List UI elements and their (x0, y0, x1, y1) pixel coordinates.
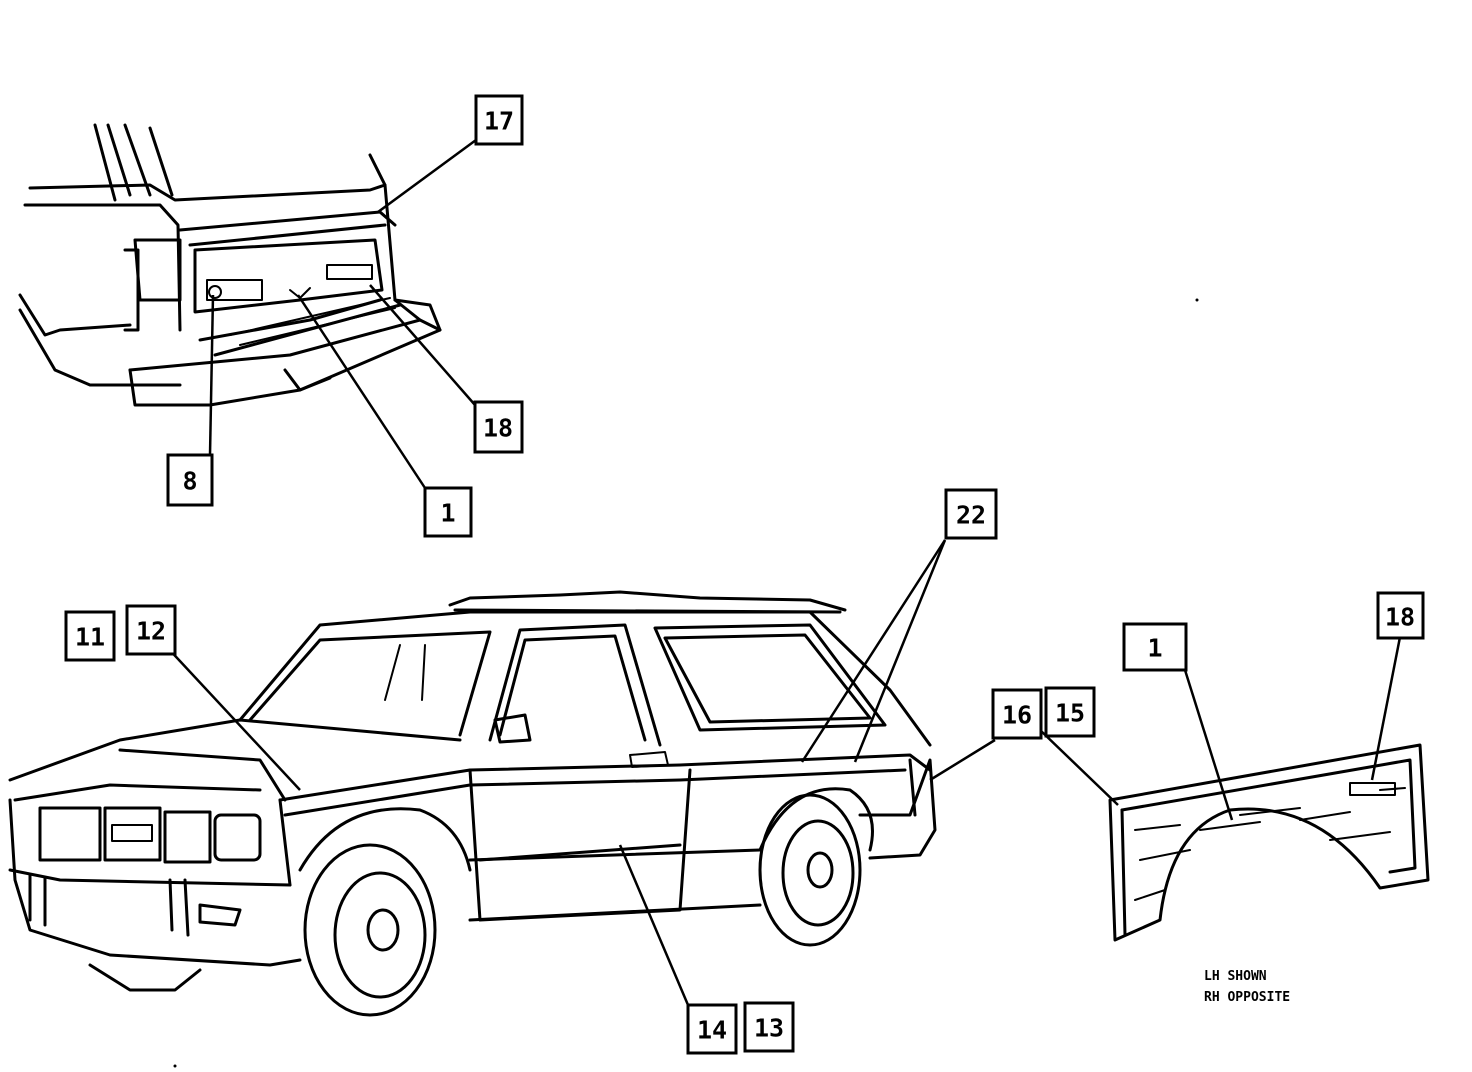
callout-17-top: 17 (474, 94, 524, 146)
callout-12-label: 12 (136, 617, 166, 646)
callout-13: 13 (743, 1001, 795, 1053)
leader-8 (208, 294, 215, 456)
leader-14-13 (618, 844, 690, 1006)
callout-1-panel: 1 (1122, 622, 1188, 672)
callout-8: 8 (166, 453, 214, 507)
leader-16-15-panel (1039, 729, 1119, 806)
rear-view-illustration (18, 123, 442, 407)
callout-15: 15 (1044, 686, 1096, 738)
leader-11-12 (164, 644, 301, 791)
quarter-panel-detail (1108, 743, 1430, 942)
callout-1-top: 1 (423, 486, 473, 538)
callout-1-panel-label: 1 (1147, 634, 1162, 663)
callout-8-label: 8 (182, 467, 197, 496)
callout-16-label: 16 (1002, 701, 1032, 730)
callout-22: 22 (944, 488, 998, 540)
callout-13-label: 13 (754, 1014, 784, 1043)
side-view-illustration (8, 590, 937, 1017)
speck (173, 1064, 177, 1068)
callout-1-top-label: 1 (440, 499, 455, 528)
callout-18-top-label: 18 (483, 414, 513, 443)
callout-22-label: 22 (956, 501, 986, 530)
leader-22-b (853, 539, 947, 763)
leader-18-top (369, 284, 476, 406)
note-line-1: LH SHOWN (1204, 969, 1267, 984)
leader-22-a (800, 539, 947, 763)
leader-1-panel (1183, 669, 1234, 821)
leader-16-15-vehicle (929, 738, 996, 782)
callout-15-label: 15 (1055, 699, 1085, 728)
note-line-2: RH OPPOSITE (1204, 990, 1290, 1005)
callout-18-top: 18 (473, 400, 524, 454)
leader-1-top (296, 294, 427, 489)
callout-14-label: 14 (697, 1016, 727, 1045)
leader-18-panel (1370, 636, 1402, 781)
leader-17-top (377, 138, 477, 214)
callout-11: 11 (64, 610, 116, 662)
speck (1195, 298, 1199, 302)
callout-18-panel-label: 18 (1385, 603, 1415, 632)
callout-11-label: 11 (75, 623, 105, 652)
callout-12: 12 (125, 604, 177, 656)
callout-16: 16 (991, 688, 1043, 740)
callout-18-panel: 18 (1376, 591, 1425, 640)
callout-17-top-label: 17 (484, 107, 514, 136)
callout-14: 14 (686, 1003, 738, 1055)
